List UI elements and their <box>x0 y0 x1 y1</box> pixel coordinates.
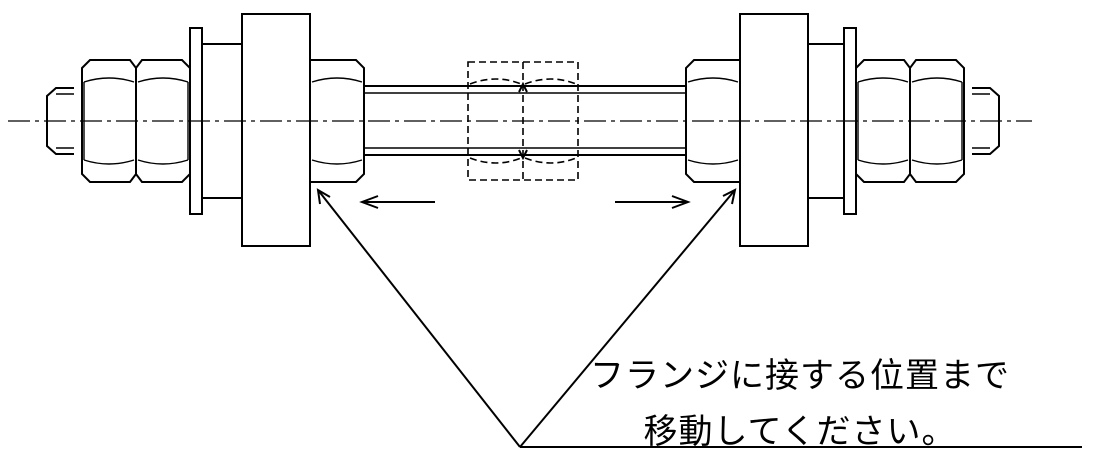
arrow-right-icon <box>615 195 691 209</box>
flange-right <box>739 13 809 247</box>
leader-lines <box>316 188 1082 448</box>
instruction-text-line2: 移動してください。 <box>643 412 957 452</box>
instruction-text-line1: フランジに接する位置まで <box>590 356 1010 396</box>
arrow-left-icon <box>359 195 435 209</box>
flange-left <box>241 13 311 247</box>
